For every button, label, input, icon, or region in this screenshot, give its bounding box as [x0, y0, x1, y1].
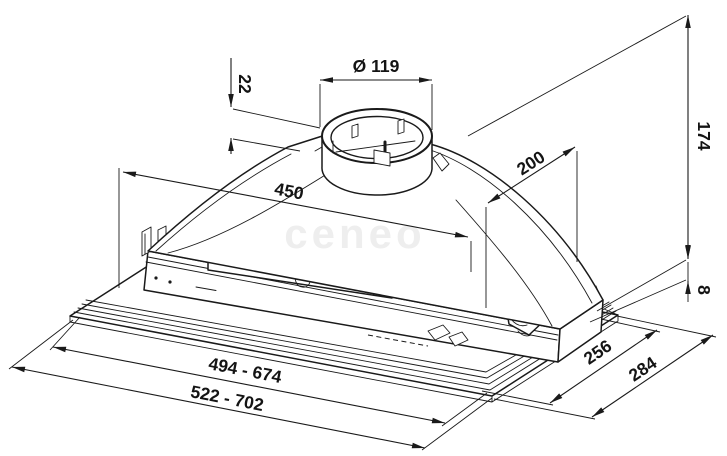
dim-label-collar-height: 22: [235, 74, 255, 94]
dim-label-total-height: 174: [694, 121, 714, 150]
watermark: ceneo: [284, 210, 425, 257]
dimension-flange-thickness: 8: [589, 246, 714, 323]
dim-label-cutout-width: 494 - 674: [207, 353, 284, 387]
dim-label-overall-depth: 284: [625, 352, 661, 385]
dim-label-top-depth: 200: [513, 146, 549, 179]
dim-label-flange-thickness: 8: [694, 285, 714, 295]
dimension-total-height: 174: [467, 15, 714, 312]
damper-flap-edge: [335, 140, 416, 153]
dim-label-duct-diameter: Ø 119: [353, 56, 400, 76]
dimension-collar-height: 22: [228, 58, 321, 154]
dimension-duct-diameter: Ø 119: [319, 56, 433, 130]
